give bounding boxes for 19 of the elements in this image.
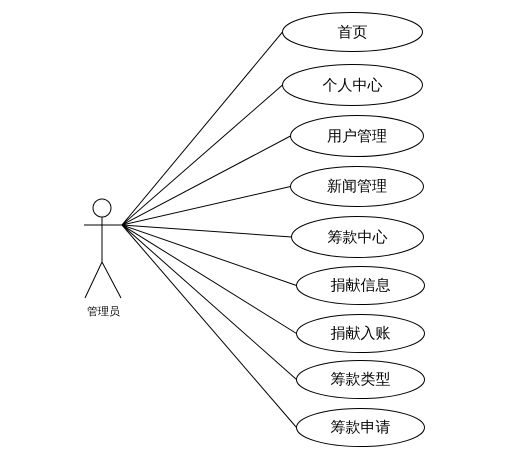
use-case-ellipse: 捐献信息 xyxy=(296,266,425,305)
association-line xyxy=(122,224,297,428)
actor-label: 管理员 xyxy=(87,304,120,319)
use-case-ellipse: 筹款类型 xyxy=(296,360,425,399)
association-line xyxy=(122,224,297,286)
association-line xyxy=(122,224,297,334)
association-line xyxy=(122,224,292,238)
association-line xyxy=(122,224,297,380)
use-case-ellipse: 用户管理 xyxy=(290,115,424,157)
use-case-ellipse: 筹款中心 xyxy=(291,216,424,258)
association-line xyxy=(122,84,283,226)
association-line xyxy=(122,136,291,226)
use-case-ellipse: 个人中心 xyxy=(282,64,423,106)
association-line xyxy=(122,186,291,226)
use-case-ellipse: 筹款申请 xyxy=(296,408,425,447)
use-case-ellipse: 首页 xyxy=(282,12,423,52)
use-case-ellipse: 新闻管理 xyxy=(290,166,424,207)
association-line xyxy=(122,32,283,226)
use-case-ellipse: 捐献入账 xyxy=(296,314,425,353)
